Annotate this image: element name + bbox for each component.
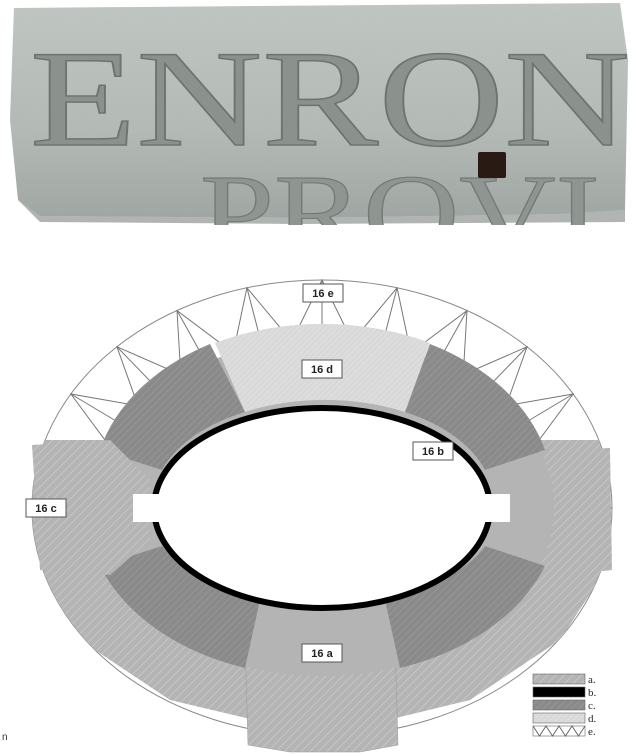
label-16d: 16 d — [302, 360, 342, 378]
label-16b: 16 b — [413, 442, 453, 460]
section-b-arena-wall — [154, 408, 490, 608]
legend-swatch-c — [533, 700, 585, 710]
legend-swatch-a — [533, 674, 585, 684]
svg-text:16 c: 16 c — [35, 503, 56, 515]
arena-entrance-left — [133, 494, 173, 522]
inscribed-stone-photo: ENRON PROVI — [0, 0, 632, 225]
legend-key-c: c. — [588, 700, 596, 712]
legend: a.b.c.d.e. — [533, 674, 597, 738]
svg-text:16 d: 16 d — [311, 364, 333, 376]
label-16e: 16 e — [303, 284, 343, 302]
legend-key-b: b. — [588, 687, 597, 699]
svg-text:16 e: 16 e — [312, 288, 333, 300]
corner-letter: n — [2, 732, 8, 743]
label-16c: 16 c — [26, 499, 66, 517]
seating-plan-diagram: 16 e 16 d 16 b 16 c 16 a a.b.c.d.e. — [0, 250, 632, 754]
inscription-line-2: PROVI — [200, 152, 600, 225]
legend-swatch-b — [533, 687, 585, 697]
svg-text:16 b: 16 b — [422, 446, 444, 458]
label-16a: 16 a — [302, 644, 342, 662]
svg-text:16 a: 16 a — [311, 648, 333, 660]
section-a-right-extension — [560, 448, 612, 575]
legend-swatch-d — [533, 713, 585, 723]
legend-key-e: e. — [588, 726, 596, 738]
legend-key-a: a. — [588, 674, 596, 686]
arena-entrance-right — [470, 494, 510, 522]
dowel-hole — [478, 152, 506, 178]
legend-key-d: d. — [588, 713, 597, 725]
